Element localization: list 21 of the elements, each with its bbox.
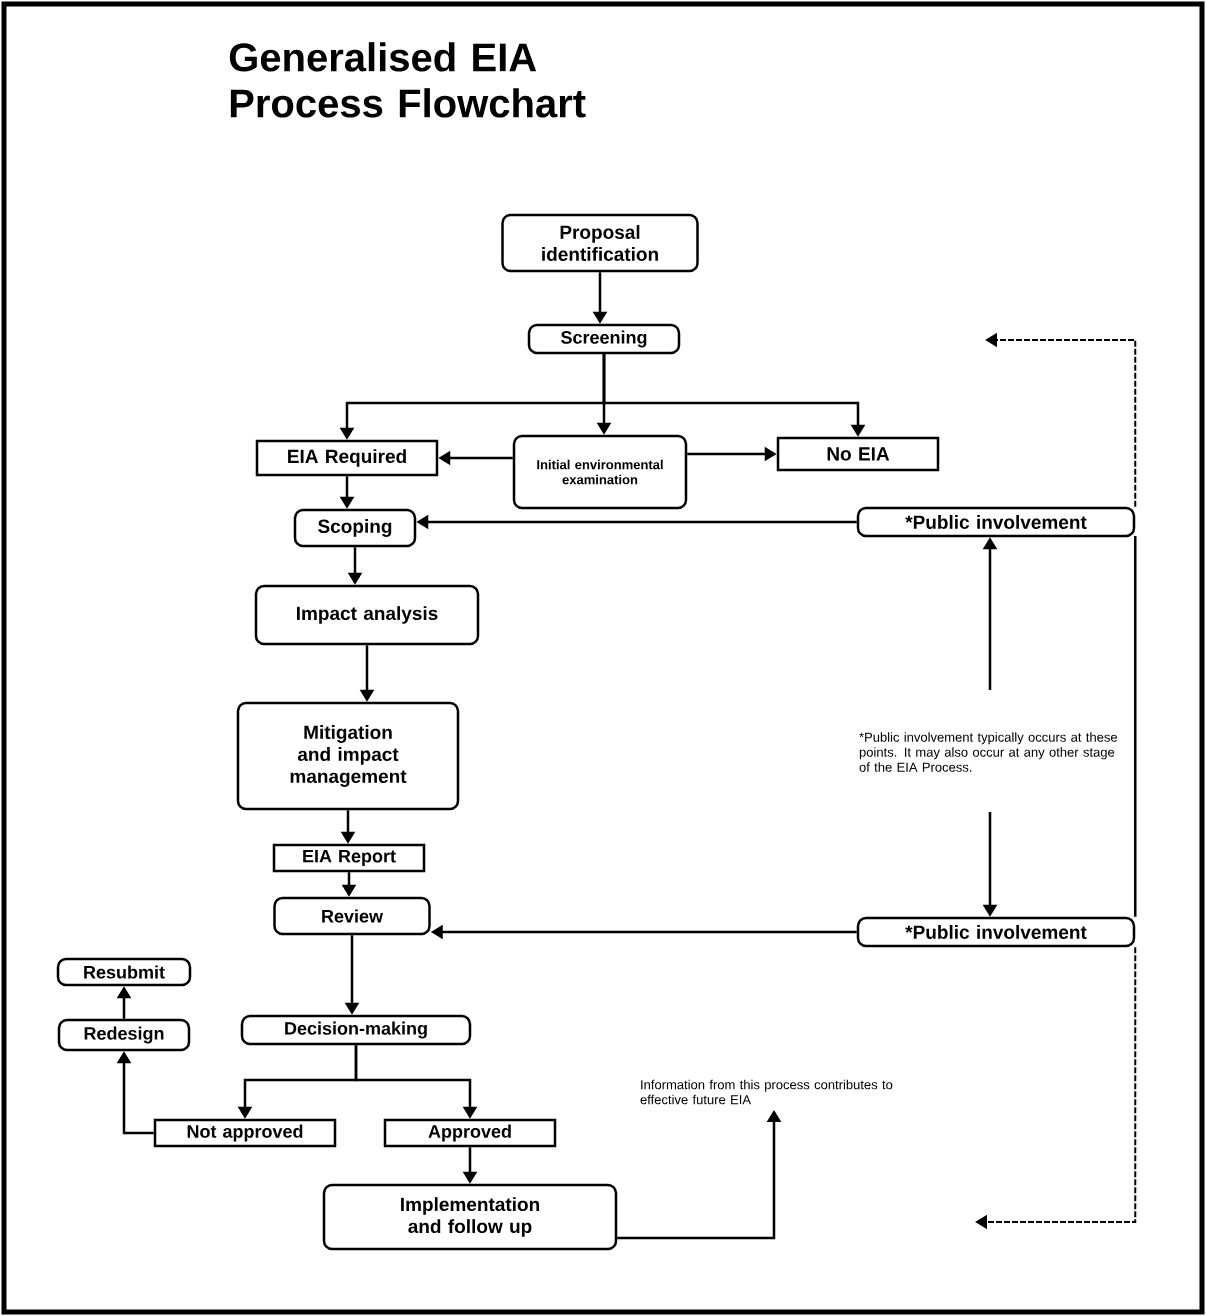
process-box: Not approved — [153, 1118, 337, 1148]
process-box: Screening — [527, 323, 681, 355]
process-box: Implementation and follow up — [322, 1183, 618, 1251]
note-text: *Public involvement typically occurs at these points. It may also occur at any other stage of the EIA Process. — [859, 732, 1118, 772]
title: Generalised EIA Process Flowchart — [229, 42, 586, 118]
process-box: *Public involvement — [856, 506, 1136, 538]
process-box: Initial environmental examination — [512, 434, 688, 510]
process-box: Resubmit — [56, 957, 192, 987]
process-box: EIA Report — [272, 843, 426, 873]
process-box: *Public involvement — [856, 916, 1136, 948]
process-box: Impact analysis — [254, 584, 480, 646]
note-text: Information from this process contributes to effective future EIA — [640, 1079, 893, 1105]
process-box: Proposal identification — [501, 213, 699, 273]
process-box: Redesign — [57, 1018, 191, 1052]
process-box: Decision-making — [240, 1014, 472, 1046]
process-box: Approved — [383, 1118, 557, 1148]
process-box: No EIA — [776, 436, 940, 472]
process-box: Mitigation and impact management — [236, 701, 460, 811]
process-box: Review — [273, 896, 431, 936]
process-box: EIA Required — [255, 439, 439, 477]
process-box: Scoping — [293, 508, 417, 548]
